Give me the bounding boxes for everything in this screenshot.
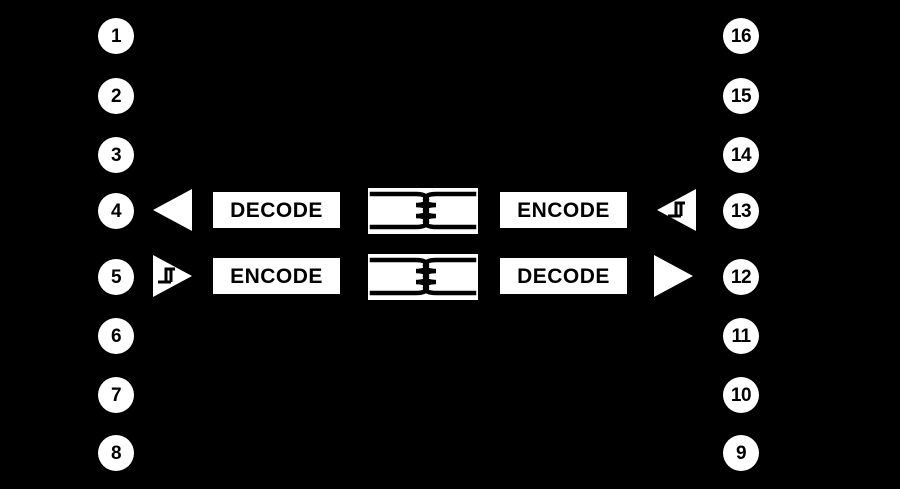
block-label: ENCODE [230, 264, 323, 288]
pin-circle-left-4[interactable]: 4 [98, 193, 134, 229]
triangle-right-icon [651, 252, 695, 300]
block-decode-top[interactable]: DECODE [213, 192, 340, 228]
pin-circle-left-5[interactable]: 5 [98, 259, 134, 295]
pin-circle-left-3[interactable]: 3 [98, 137, 134, 173]
pin-circle-left-6[interactable]: 6 [98, 318, 134, 354]
pin-circle-right-15[interactable]: 15 [723, 78, 759, 114]
pin-circle-right-16[interactable]: 16 [723, 18, 759, 54]
block-encode-bottom[interactable]: ENCODE [213, 258, 340, 294]
pin-circle-right-10[interactable]: 10 [723, 377, 759, 413]
pin-circle-right-13[interactable]: 13 [723, 193, 759, 229]
pin-circle-left-1[interactable]: 1 [98, 18, 134, 54]
triangle-right-schmitt-icon [150, 252, 194, 300]
block-encode-top[interactable]: ENCODE [500, 192, 627, 228]
transformer-icon-bottom [368, 254, 478, 300]
block-label: DECODE [230, 198, 323, 222]
pin-circle-right-12[interactable]: 12 [723, 259, 759, 295]
pin-circle-left-8[interactable]: 8 [98, 435, 134, 471]
pin-circle-left-7[interactable]: 7 [98, 377, 134, 413]
pin-circle-left-2[interactable]: 2 [98, 78, 134, 114]
pin-circle-right-9[interactable]: 9 [723, 435, 759, 471]
pin-circle-right-11[interactable]: 11 [723, 318, 759, 354]
pin-circle-right-14[interactable]: 14 [723, 137, 759, 173]
block-label: ENCODE [517, 198, 610, 222]
transformer-icon-top [368, 188, 478, 234]
block-label: DECODE [517, 264, 610, 288]
triangle-left-icon [150, 186, 194, 234]
block-decode-bottom[interactable]: DECODE [500, 258, 627, 294]
triangle-left-schmitt-icon [655, 186, 699, 234]
